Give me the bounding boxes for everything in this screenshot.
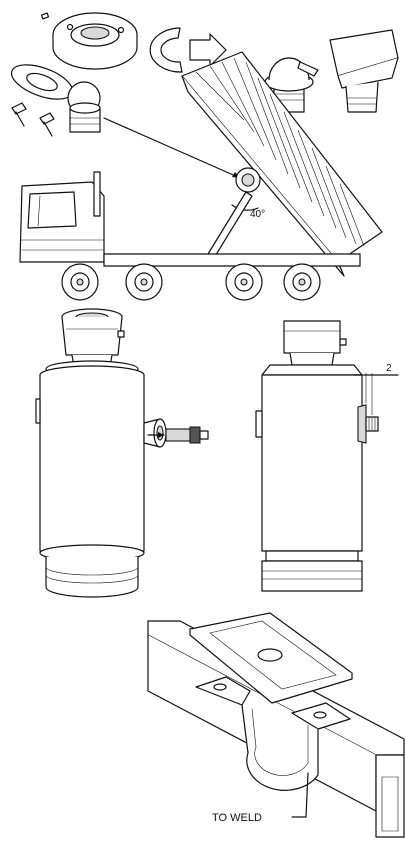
cylinder-panel: 2: [0, 305, 405, 605]
u-bracket: [195, 676, 351, 791]
tilt-angle-label: 40°: [250, 209, 265, 220]
truck-mounting-panel: 40°: [0, 0, 405, 305]
cylinder-right: 2: [255, 320, 399, 592]
hydraulic-fitting: [147, 426, 209, 444]
truck-chassis: [103, 253, 361, 267]
truck-cab: [19, 171, 105, 263]
lower-flange-assembly: [10, 64, 101, 137]
weld-bracket-panel: TO WELD: [0, 605, 405, 842]
weld-note-label: TO WELD: [212, 812, 262, 824]
retaining-clip: [149, 27, 227, 73]
cylinder-left: [35, 308, 167, 598]
weld-bracket-illustration: TO WELD: [147, 612, 405, 838]
mounting-housing: [329, 29, 399, 113]
top-mounting-plate: [189, 612, 353, 704]
truck-mounting-illustration: 40°: [10, 12, 399, 301]
truck-wheels: [61, 263, 321, 301]
mounting-flange: [52, 12, 138, 70]
small-screw: [40, 12, 50, 20]
raised-cylinder: [207, 191, 253, 259]
dimension-label: 2: [386, 363, 392, 374]
dump-body: [181, 51, 383, 277]
telescopic-cylinder-illustration: 2: [35, 308, 399, 598]
